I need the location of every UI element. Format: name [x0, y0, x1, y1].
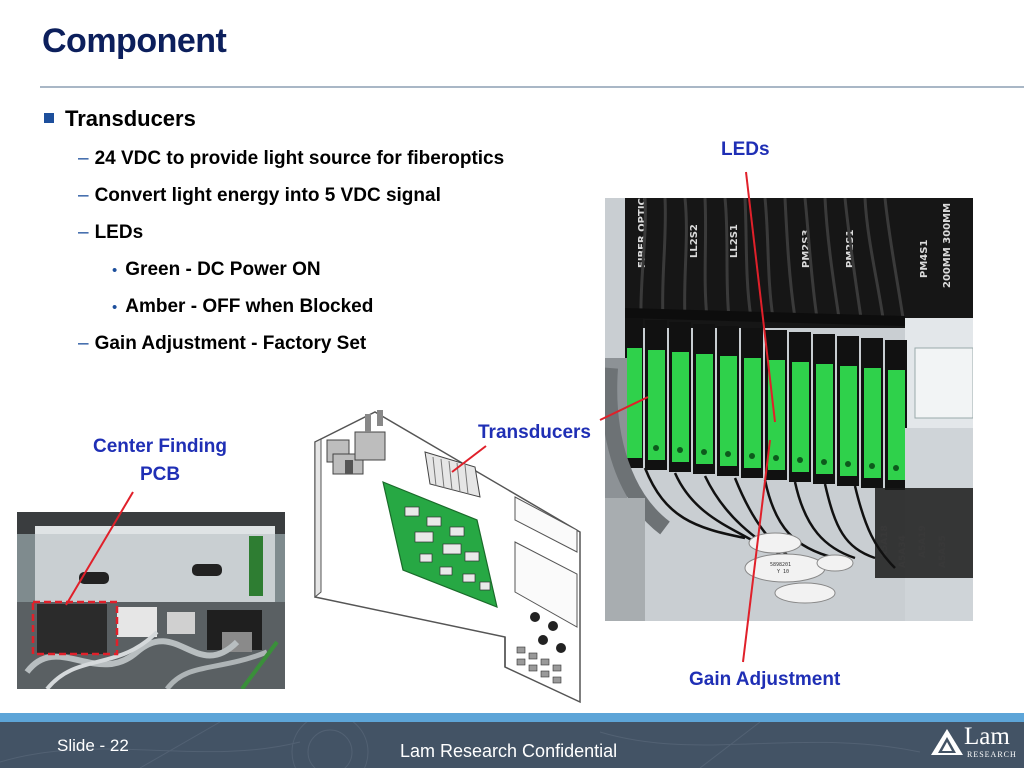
logo-wordmark: Lam — [964, 723, 1010, 750]
dash-bullet-icon: – — [78, 148, 89, 169]
logo-subtitle: RESEARCH — [967, 750, 1017, 759]
slide-number: Slide - 22 — [57, 736, 129, 755]
dot-bullet-icon: • — [112, 299, 118, 316]
callout-gain-adjustment: Gain Adjustment — [689, 669, 841, 690]
title-divider — [40, 86, 1024, 88]
svg-text:FIBER OPTIC: FIBER OPTIC — [637, 198, 648, 268]
bullet-text: LEDs — [94, 222, 144, 243]
transducer-photo: FIBER OPTIC LL2S2 LL2S1 PM2S3 PM2S1 PM4S… — [605, 198, 973, 621]
footer-bar: Slide - 22 Lam Research Confidential Lam… — [0, 722, 1024, 768]
bullet-leds: –LEDs — [78, 222, 143, 244]
bullet-green: • Green - DC Power ON — [112, 259, 321, 281]
center-finding-pcb-photo — [17, 512, 285, 689]
bullet-gain: –Gain Adjustment - Factory Set — [78, 333, 366, 355]
slide-title: Component — [42, 22, 227, 60]
svg-text:Y 10: Y 10 — [777, 569, 789, 575]
callout-transducers: Transducers — [478, 422, 591, 443]
dash-bullet-icon: – — [78, 333, 89, 354]
bullet-text: Amber - OFF when Blocked — [125, 296, 374, 317]
footer-accent-strip — [0, 713, 1024, 722]
bullet-text: Gain Adjustment - Factory Set — [94, 333, 367, 354]
svg-text:PM4S1: PM4S1 — [919, 240, 930, 278]
dash-bullet-icon: – — [78, 185, 89, 206]
bullet-transducers: Transducers — [44, 106, 196, 132]
svg-text:200MM 300MM: 200MM 300MM — [942, 203, 953, 288]
bullet-24vdc: –24 VDC to provide light source for fibe… — [78, 148, 504, 170]
svg-text:PM2S3: PM2S3 — [801, 230, 812, 268]
svg-text:LL2S2: LL2S2 — [689, 224, 700, 258]
callout-center-finding-pcb: Center Finding PCB — [80, 436, 240, 486]
lam-logo-icon — [931, 729, 963, 755]
bullet-text: Green - DC Power ON — [125, 259, 321, 280]
svg-text:LL2S1: LL2S1 — [729, 224, 740, 258]
bullet-text: 24 VDC to provide light source for fiber… — [94, 148, 505, 169]
bullet-amber: • Amber - OFF when Blocked — [112, 296, 373, 318]
svg-text:5898201: 5898201 — [770, 562, 791, 568]
dash-bullet-icon: – — [78, 222, 89, 243]
callout-leds: LEDs — [721, 139, 770, 160]
bullet-text: Convert light energy into 5 VDC signal — [94, 185, 441, 206]
callout-center-line1: Center Finding — [92, 436, 228, 457]
assembly-diagram — [305, 402, 585, 707]
dot-bullet-icon: • — [112, 262, 118, 279]
footer-watermark — [0, 722, 921, 768]
confidential-notice: Lam Research Confidential — [400, 741, 618, 761]
callout-center-line2: PCB — [139, 464, 181, 485]
bullet-text: Transducers — [65, 106, 196, 131]
square-bullet-icon — [44, 113, 54, 123]
bullet-convert: –Convert light energy into 5 VDC signal — [78, 185, 441, 207]
